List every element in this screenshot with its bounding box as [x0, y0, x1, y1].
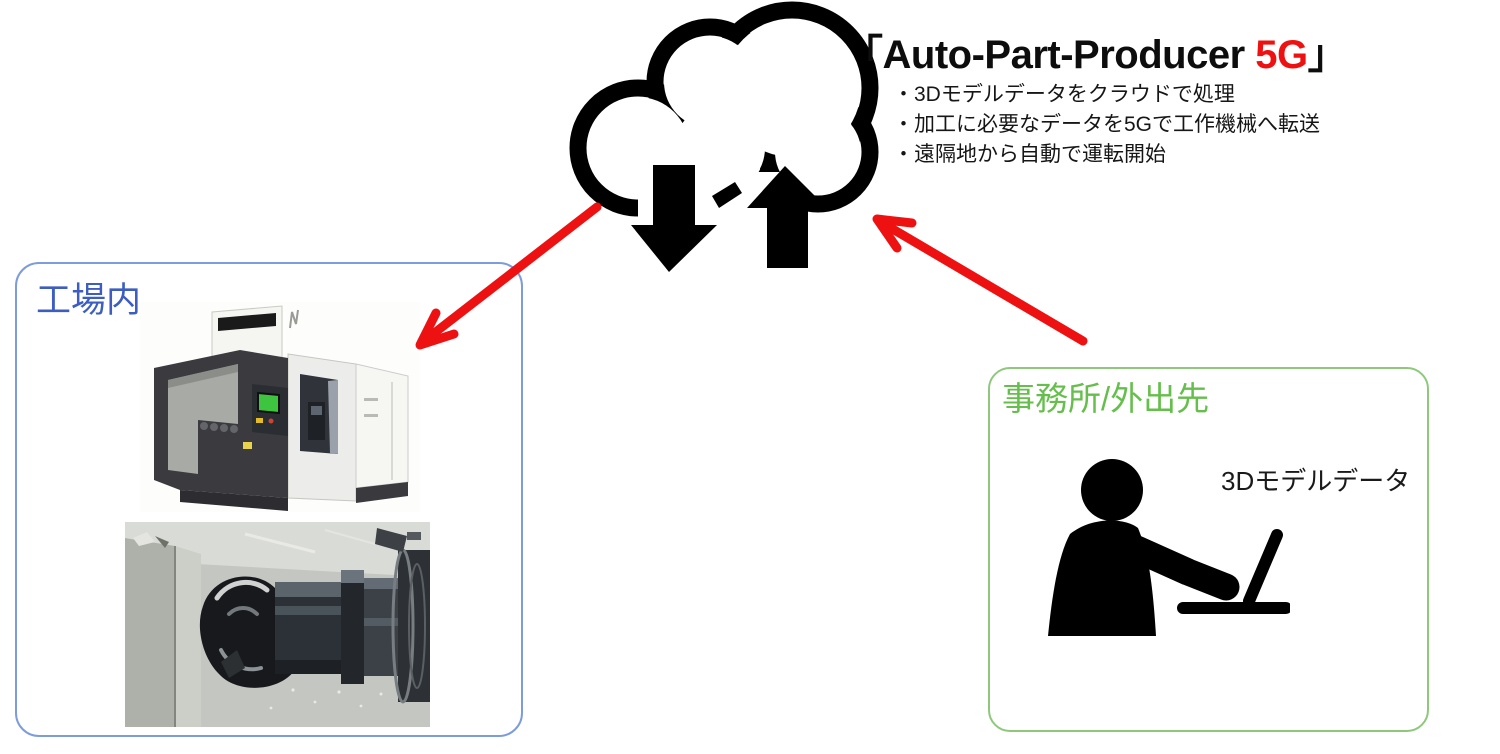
- office-to-cloud-red-arrow: [872, 214, 1088, 346]
- cnc-machining-center-photo: [140, 302, 420, 512]
- cloud-bullet-2: ・加工に必要なデータを5Gで工作機械へ転送: [893, 113, 1321, 136]
- factory-box-label: 工場内: [36, 281, 142, 320]
- title-prefix: 「Auto-Part-Producer: [843, 33, 1256, 77]
- cloud-bullet-3: ・遠隔地から自動で運転開始: [893, 143, 1166, 166]
- cloud-upload-download-icon: [569, 1, 879, 285]
- office-box: [988, 367, 1429, 732]
- machined-metal-part-photo: [125, 522, 430, 727]
- office-box-label: 事務所/外出先: [1002, 380, 1210, 417]
- title-accent-5g: 5G: [1255, 33, 1308, 77]
- diagram-title: 「Auto-Part-Producer 5G」: [843, 22, 1348, 80]
- download-arrow-icon: [631, 165, 717, 272]
- upload-arrow-icon: [747, 166, 827, 268]
- cloud-feature-list: ・3Dモデルデータをクラウドで処理 ・加工に必要なデータを5Gで工作機械へ転送 …: [893, 80, 1320, 170]
- laptop-screen: [1243, 529, 1283, 607]
- person-at-laptop-icon: [1048, 459, 1290, 636]
- cloud-bullet-1: ・3Dモデルデータをクラウドで処理: [893, 83, 1235, 106]
- 3d-model-data-label: 3Dモデルデータ: [1221, 466, 1411, 496]
- cloud-rim-dash: [712, 182, 742, 208]
- title-suffix: 」: [1307, 33, 1348, 77]
